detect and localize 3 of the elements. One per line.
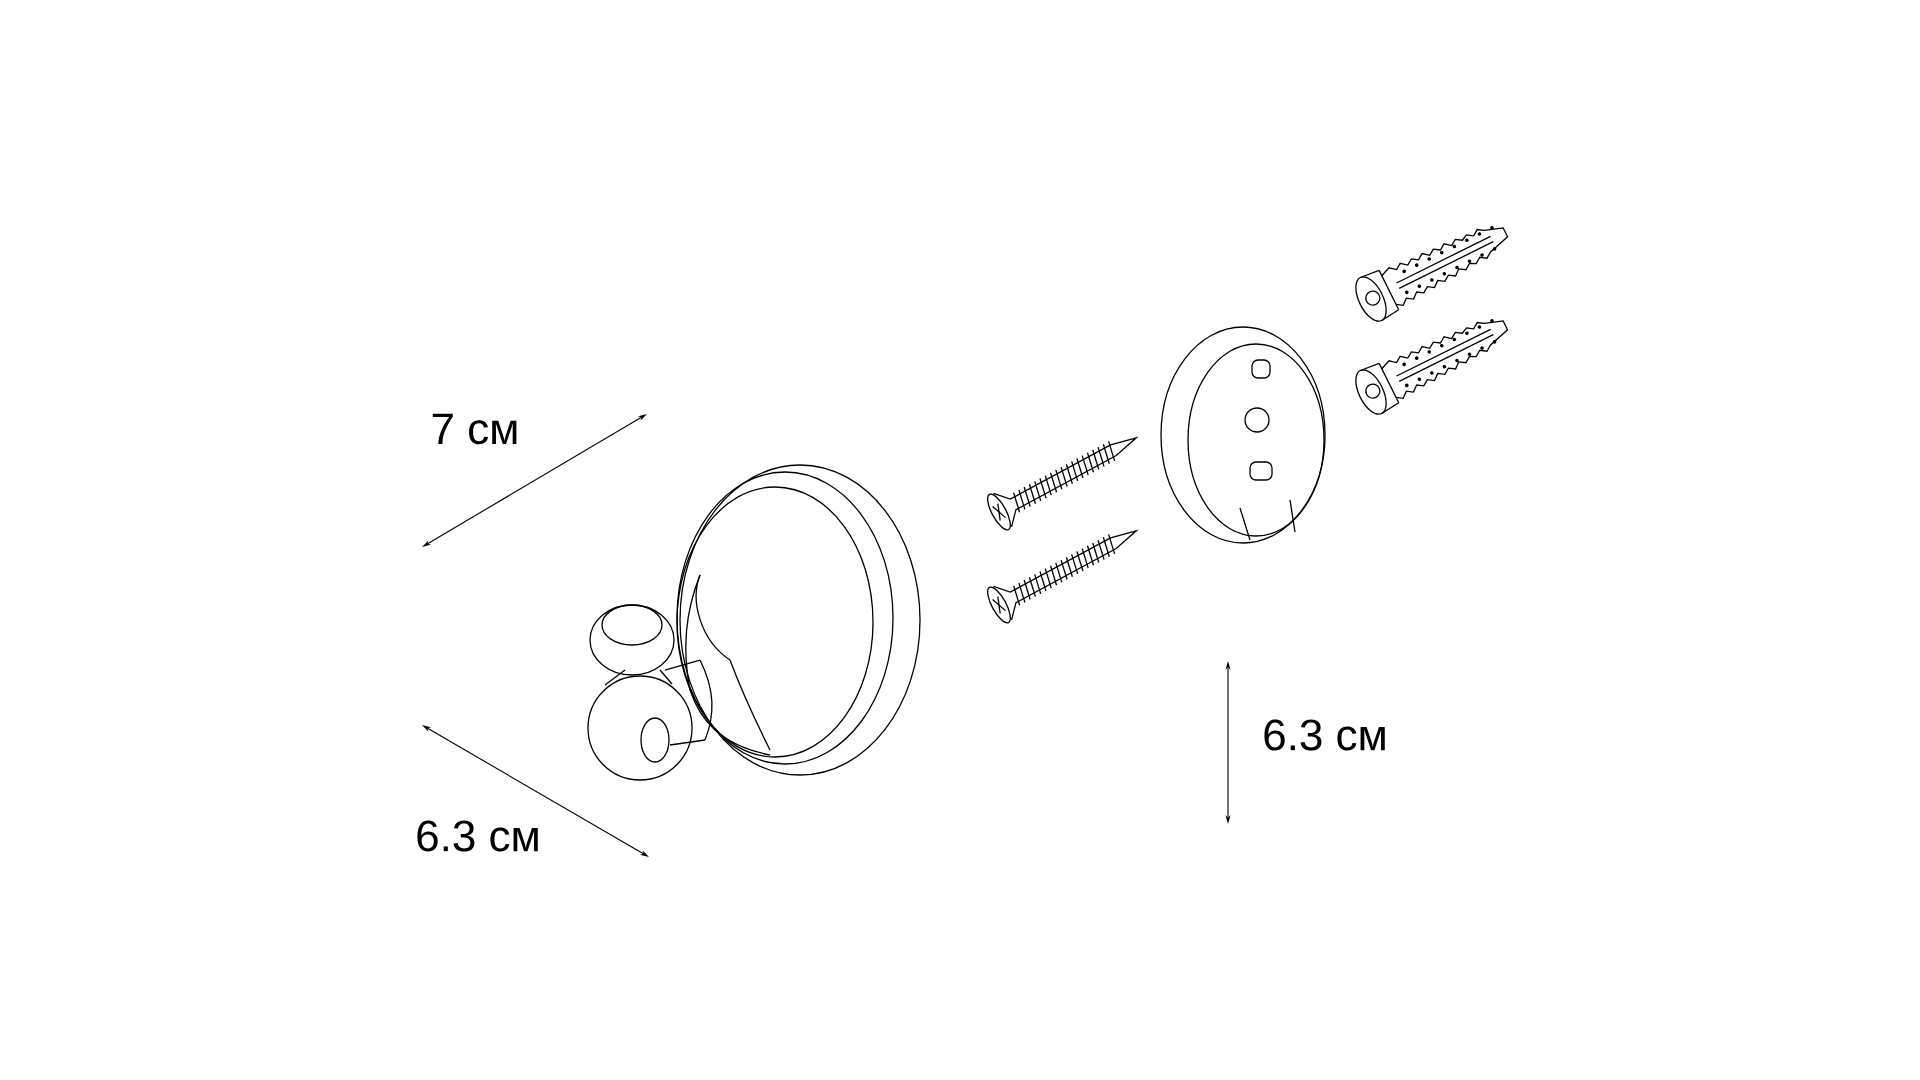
dimension-label: 6.3 см	[417, 820, 538, 852]
dimension-label: 6.3 см	[1264, 719, 1385, 751]
dimension-label: 7 см	[432, 413, 517, 445]
